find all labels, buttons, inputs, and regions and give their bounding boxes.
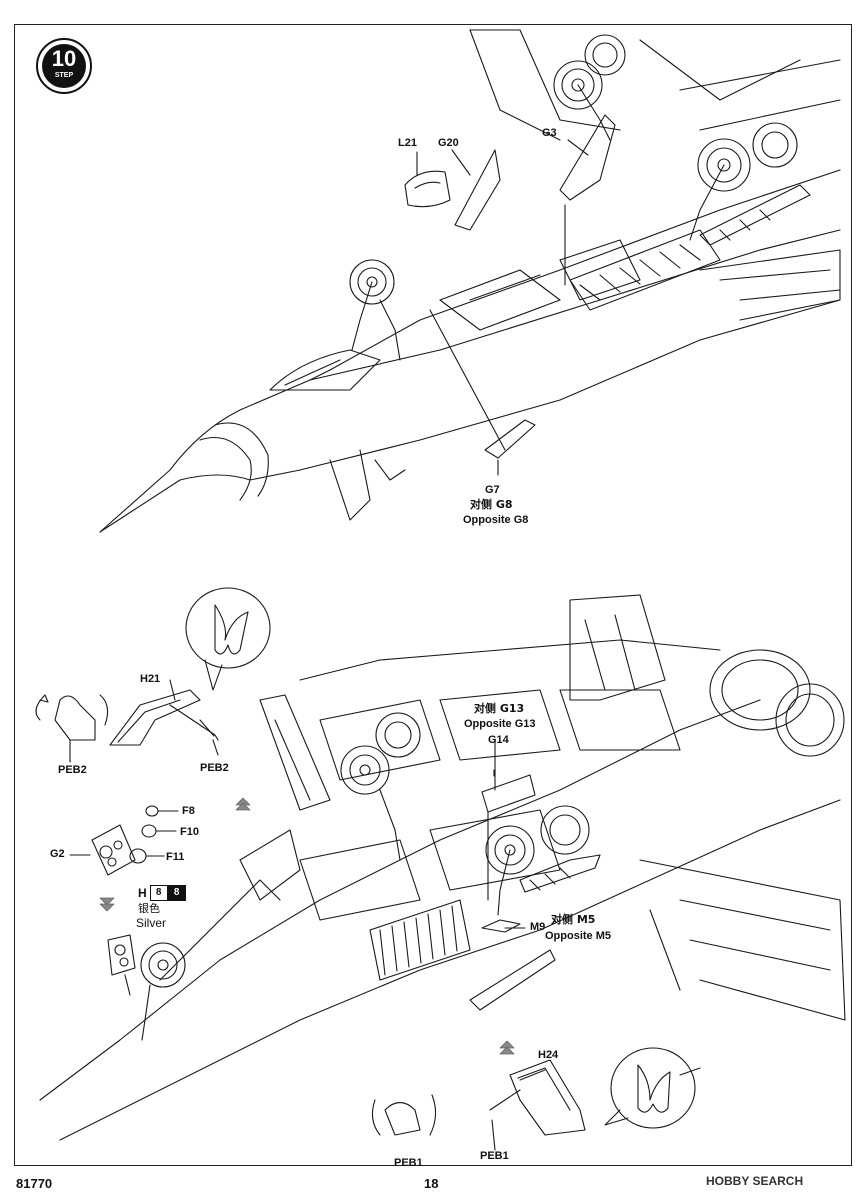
top-aircraft-drawing [99,29,841,533]
part-label-h21: H21 [140,673,161,685]
part-label-g8-en: Opposite G8 [463,514,529,526]
step-number: 10 [51,46,77,71]
step-badge: 10 STEP [36,38,92,94]
kit-number: 81770 [16,1176,53,1191]
page-number: 18 [424,1176,439,1191]
watermark-logo: HOBBY SEARCH [706,1174,804,1188]
part-label-l21: L21 [398,137,417,149]
paint-name-cn: 银色 [138,902,160,915]
bottom-aircraft-drawing [35,587,846,1151]
part-label-f11: F11 [166,851,185,863]
part-label-m5-cn: 对侧 M5 [551,913,596,926]
part-label-f8: F8 [182,805,195,817]
paint-code: H 8 8 [138,885,186,901]
part-label-peb1-left: PEB1 [394,1157,423,1169]
part-label-g13-cn: 对侧 G13 [474,702,525,715]
paint-letter: H [138,886,147,900]
step-badge-inner: 10 STEP [42,44,86,88]
part-label-f10: F10 [180,826,199,838]
assembly-direction-arrows [99,797,515,1055]
step-word: STEP [54,72,74,79]
part-label-m5-en: Opposite M5 [545,930,612,942]
part-label-peb2-left: PEB2 [58,764,87,776]
part-label-h24: H24 [538,1049,559,1061]
page-frame [14,24,852,1166]
paint-code-white: 8 [149,885,168,901]
part-label-m9: M9 [530,921,546,933]
part-label-g20: G20 [438,137,459,149]
part-label-g3: G3 [542,127,557,139]
part-label-g8-cn: 对侧 G8 [470,498,513,511]
part-label-peb1-right: PEB1 [480,1150,509,1162]
part-label-g7: G7 [485,484,500,496]
part-label-g13-en: Opposite G13 [464,718,536,730]
paint-code-black: 8 [167,885,186,901]
part-label-g2: G2 [50,848,65,860]
part-label-g14: G14 [488,734,509,746]
paint-name-en: Silver [136,916,167,930]
part-label-peb2-right: PEB2 [200,762,229,774]
